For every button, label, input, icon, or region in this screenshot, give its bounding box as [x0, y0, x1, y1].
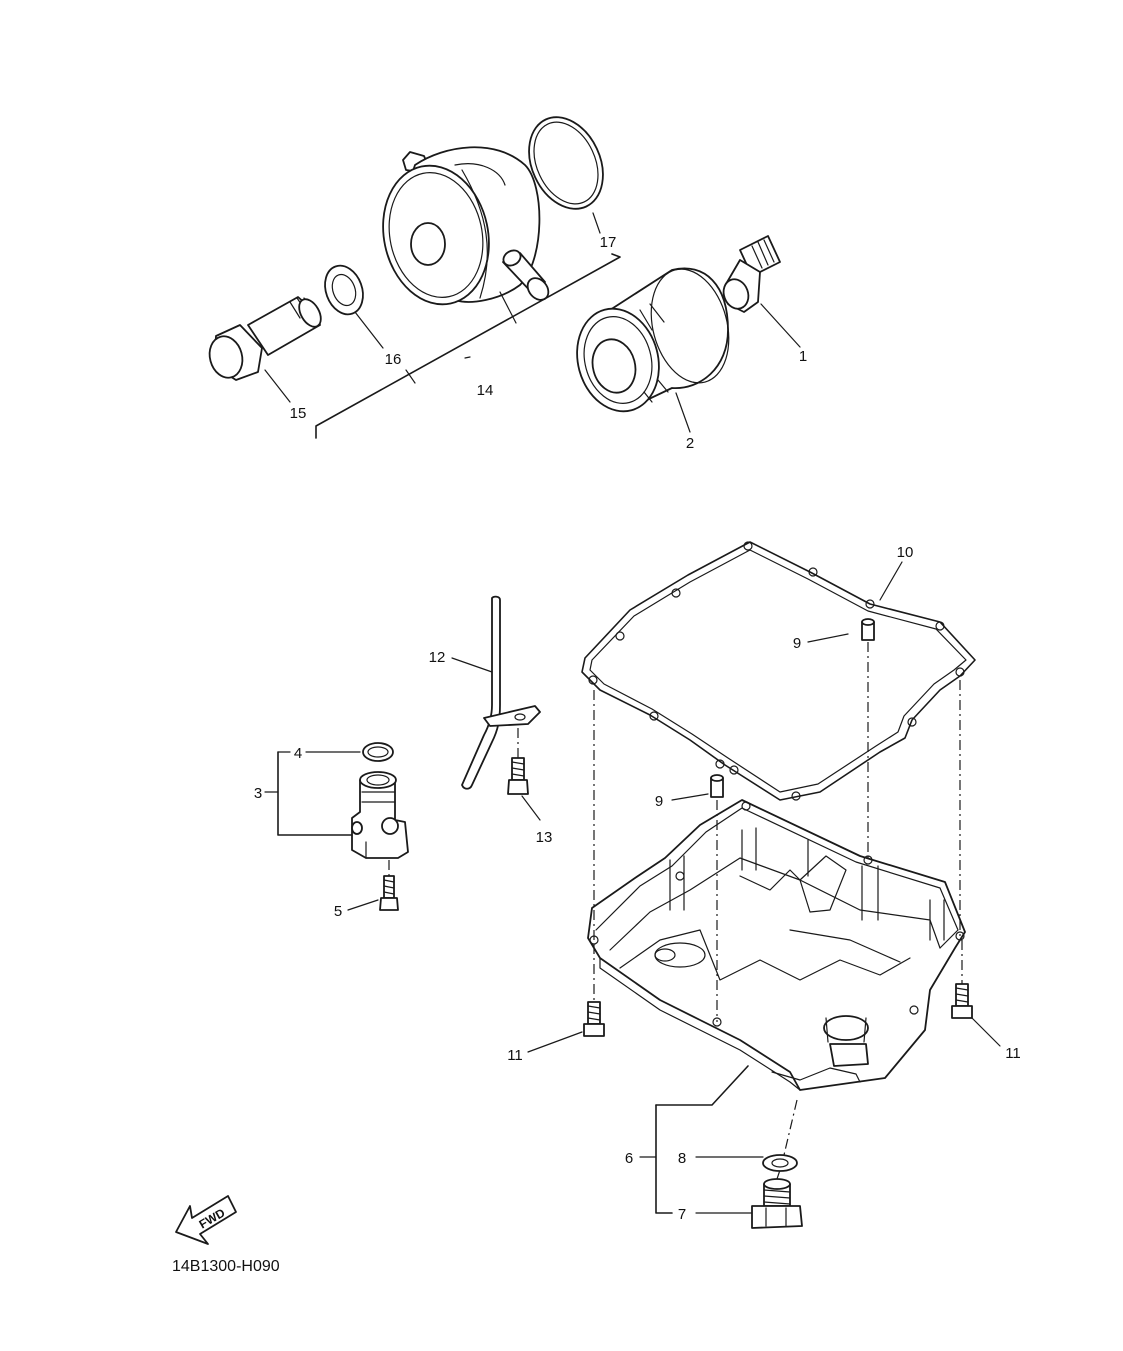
leader-lines-top [264, 212, 801, 439]
callout-15: 15 [290, 405, 307, 422]
callout-11-right: 11 [1005, 1045, 1021, 1062]
part-10-gasket [581, 541, 976, 801]
part-9-dowel-lower [710, 774, 724, 798]
callout-17: 17 [600, 234, 617, 251]
part-2-oil-filter [576, 267, 730, 413]
callout-11-left: 11 [507, 1047, 523, 1064]
callout-10: 10 [897, 544, 914, 561]
callout-3: 3 [254, 785, 262, 802]
part-14-oil-cooler [382, 146, 550, 306]
alignment-lines [593, 642, 963, 1183]
callout-9-lower: 9 [655, 793, 663, 810]
part-16-washer [324, 264, 364, 316]
callout-8: 8 [678, 1150, 686, 1167]
callout-4: 4 [294, 745, 302, 762]
part-8-washer [762, 1154, 798, 1172]
part-7-drain-bolt [751, 1178, 803, 1229]
part-9-dowel-upper [861, 618, 875, 641]
part-3-valve [351, 771, 409, 859]
leader-lines-pipe [451, 657, 541, 821]
part-11-bolt-left [583, 1001, 605, 1037]
callout-labels: 1 2 3 4 5 6 7 8 9 9 10 11 11 12 13 14 15… [254, 234, 1021, 1223]
leader-lines-right [527, 561, 1001, 1214]
part-15-union-bolt [208, 296, 322, 381]
diagram-code: 14B1300-H090 [172, 1258, 280, 1275]
callout-9-upper: 9 [793, 635, 801, 652]
part-5-bolt [379, 875, 399, 911]
callout-2: 2 [686, 435, 694, 452]
callout-14: 14 [477, 382, 494, 399]
fwd-arrow-icon: FWD [175, 1195, 237, 1245]
callout-16: 16 [385, 351, 402, 368]
callout-6: 6 [625, 1150, 633, 1167]
callout-7: 7 [678, 1206, 686, 1223]
part-1-fitting [722, 235, 781, 313]
callout-13: 13 [536, 829, 553, 846]
part-11-bolt-right [951, 983, 973, 1019]
leader-lines-pump [264, 751, 390, 911]
callout-5: 5 [334, 903, 342, 920]
oil-pan [587, 799, 966, 1091]
part-17-o-ring [528, 116, 604, 210]
part-12-oil-pipe [461, 595, 541, 790]
callout-1: 1 [799, 348, 807, 365]
callout-12: 12 [429, 649, 446, 666]
part-13-bolt [507, 757, 529, 795]
part-4-o-ring [362, 742, 394, 762]
